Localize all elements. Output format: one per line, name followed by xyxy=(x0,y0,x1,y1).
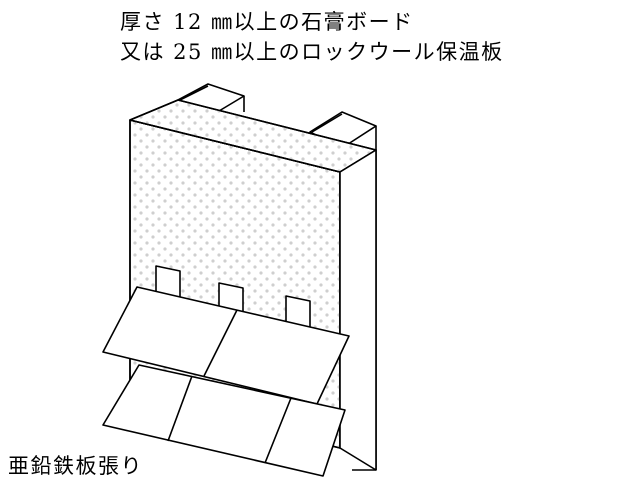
sheet-label: 亜鉛鉄板張り xyxy=(8,454,143,478)
zinc-steel-sheets xyxy=(102,286,350,477)
board-label-line-1: 厚さ 12 ㎜以上の石膏ボード xyxy=(120,10,414,34)
board-label-line-2: 又は 25 ㎜以上のロックウール保温板 xyxy=(120,40,504,64)
